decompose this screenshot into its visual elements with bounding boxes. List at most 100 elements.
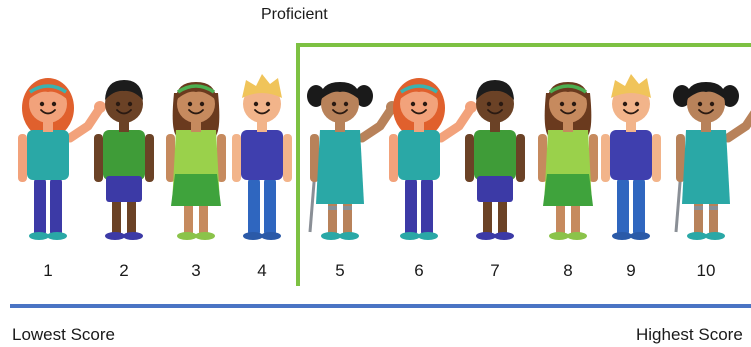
head bbox=[687, 85, 725, 123]
leg bbox=[617, 178, 629, 236]
hair bbox=[242, 74, 282, 98]
shoe bbox=[177, 232, 197, 240]
shoe bbox=[418, 232, 438, 240]
head bbox=[177, 85, 215, 123]
arm bbox=[465, 134, 474, 182]
arm bbox=[310, 134, 319, 182]
student-figure bbox=[94, 80, 154, 240]
waving-arm bbox=[723, 110, 751, 143]
arm bbox=[166, 134, 175, 182]
student-figure bbox=[673, 82, 751, 240]
arm bbox=[652, 134, 661, 182]
student-number: 6 bbox=[414, 261, 424, 280]
student-number: 3 bbox=[191, 261, 201, 280]
smile bbox=[116, 109, 132, 115]
lowest-score-label: Lowest Score bbox=[12, 325, 115, 344]
shoe bbox=[321, 232, 341, 240]
head bbox=[321, 85, 359, 123]
arm bbox=[516, 134, 525, 182]
hair bbox=[686, 82, 726, 100]
shoe bbox=[243, 232, 263, 240]
leg-brace bbox=[694, 206, 703, 210]
waving-arm bbox=[357, 103, 397, 143]
eye bbox=[622, 101, 628, 107]
eye bbox=[571, 101, 577, 107]
hair bbox=[307, 85, 325, 107]
hand bbox=[94, 101, 106, 113]
shoe bbox=[29, 232, 49, 240]
student-figures bbox=[18, 74, 751, 240]
head bbox=[549, 85, 587, 123]
smile bbox=[40, 109, 56, 115]
eye bbox=[253, 101, 259, 107]
leg-brace bbox=[343, 206, 352, 210]
student-number: 10 bbox=[696, 261, 716, 280]
neck bbox=[701, 122, 711, 132]
eye bbox=[709, 101, 715, 107]
student-number: 4 bbox=[257, 261, 267, 280]
headband bbox=[400, 84, 438, 94]
shoe bbox=[339, 232, 359, 240]
hair bbox=[721, 85, 739, 107]
hair bbox=[355, 85, 373, 107]
student-figure bbox=[601, 74, 661, 240]
hair bbox=[673, 85, 691, 107]
arm bbox=[217, 134, 226, 182]
shoe bbox=[47, 232, 67, 240]
smile bbox=[188, 109, 204, 115]
shirt bbox=[474, 130, 516, 180]
eye bbox=[410, 101, 416, 107]
student-number: 5 bbox=[335, 261, 345, 280]
leg bbox=[112, 198, 121, 238]
eye bbox=[127, 101, 133, 107]
student-figure bbox=[232, 74, 292, 240]
leg bbox=[264, 178, 276, 236]
arm bbox=[538, 134, 547, 182]
student-number: 8 bbox=[563, 261, 573, 280]
shirt bbox=[241, 130, 283, 180]
arm bbox=[676, 134, 685, 182]
shirt bbox=[27, 130, 69, 180]
neck bbox=[626, 122, 636, 132]
leg-brace bbox=[709, 206, 718, 210]
eye bbox=[343, 101, 349, 107]
smile bbox=[623, 109, 639, 115]
waving-arm bbox=[436, 103, 476, 143]
leg bbox=[405, 178, 417, 236]
student-figure bbox=[166, 82, 226, 240]
smile bbox=[332, 109, 348, 115]
arm bbox=[232, 134, 241, 182]
shirt bbox=[103, 130, 145, 180]
leg bbox=[184, 198, 193, 238]
eye bbox=[634, 101, 640, 107]
proficient-range-box bbox=[296, 43, 751, 286]
leg bbox=[199, 198, 208, 238]
arm bbox=[283, 134, 292, 182]
head bbox=[29, 85, 67, 123]
neck bbox=[563, 122, 573, 132]
student-number: 9 bbox=[626, 261, 636, 280]
head bbox=[105, 85, 143, 123]
smile bbox=[411, 109, 427, 115]
leg bbox=[571, 198, 580, 238]
eye bbox=[697, 101, 703, 107]
head bbox=[243, 85, 281, 123]
arm bbox=[145, 134, 154, 182]
shirt bbox=[398, 130, 440, 180]
leg bbox=[483, 198, 492, 238]
neck bbox=[43, 122, 53, 132]
shoe bbox=[612, 232, 632, 240]
hair bbox=[320, 82, 360, 100]
eye bbox=[187, 101, 193, 107]
student-number: 7 bbox=[490, 261, 500, 280]
hair bbox=[611, 74, 651, 98]
leg bbox=[50, 178, 62, 236]
neck bbox=[414, 122, 424, 132]
arm bbox=[18, 134, 27, 182]
shoe bbox=[105, 232, 125, 240]
arm bbox=[589, 134, 598, 182]
shoe bbox=[123, 232, 143, 240]
student-figure bbox=[538, 82, 598, 240]
shorts bbox=[106, 176, 142, 202]
eye bbox=[51, 101, 57, 107]
